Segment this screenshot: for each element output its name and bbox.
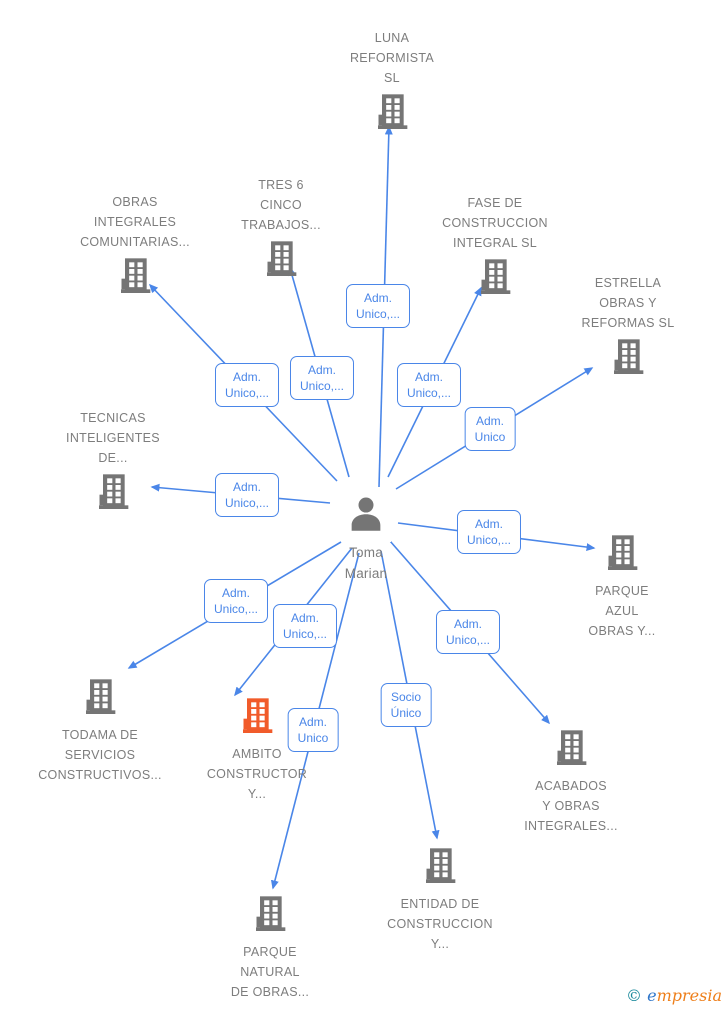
- building-icon: [608, 336, 648, 376]
- relationship-label-tres[interactable]: Adm.Unico,...: [289, 356, 355, 400]
- building-icon: [250, 893, 290, 933]
- relationship-label-obras[interactable]: Adm.Unico,...: [214, 363, 280, 407]
- relationship-label-luna[interactable]: Adm.Unico,...: [345, 284, 411, 328]
- person-icon-wrap: [341, 494, 391, 542]
- brand-letter: e: [647, 986, 657, 1005]
- building-icon: [420, 845, 460, 885]
- relationship-label-todama[interactable]: Adm.Unico,...: [203, 579, 269, 623]
- relationship-label-acabados[interactable]: Adm.Unico,...: [435, 610, 501, 654]
- empresia-logo[interactable]: © empresia: [626, 986, 722, 1005]
- building-icon: [475, 256, 515, 296]
- relationship-label-parque-azul[interactable]: Adm.Unico,...: [456, 510, 522, 554]
- copyright-symbol: ©: [626, 986, 643, 1005]
- person-icon: [345, 494, 387, 536]
- building-icon: [261, 238, 301, 278]
- building-icon: [602, 532, 642, 572]
- building-icon: [372, 91, 412, 131]
- building-icon: [80, 676, 120, 716]
- relationship-label-parque-natural[interactable]: Adm.Unico: [287, 708, 339, 752]
- brand-text: mpresia: [656, 986, 722, 1005]
- building-icon-orange: [237, 695, 277, 735]
- building-icon: [93, 471, 133, 511]
- building-icon: [551, 727, 591, 767]
- relationship-label-tecnicas[interactable]: Adm.Unico,...: [214, 473, 280, 517]
- relationship-label-estrella[interactable]: Adm.Unico: [464, 407, 516, 451]
- relationship-label-fase[interactable]: Adm.Unico,...: [396, 363, 462, 407]
- building-icon: [115, 255, 155, 295]
- relationship-label-ambito[interactable]: Adm.Unico,...: [272, 604, 338, 648]
